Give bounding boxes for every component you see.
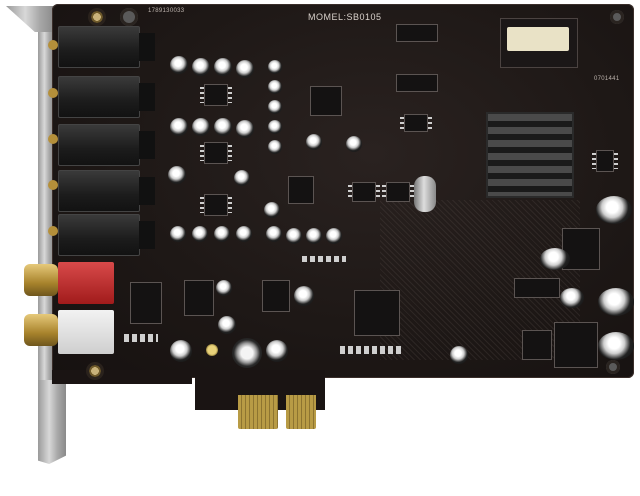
ic-chip bbox=[400, 114, 432, 132]
pcie-edge-connector bbox=[238, 395, 322, 431]
capacitor bbox=[286, 228, 302, 244]
capacitor bbox=[268, 80, 282, 94]
ic-chip bbox=[522, 330, 552, 360]
ic-chip-soic bbox=[396, 74, 438, 92]
ic-chip-qfp bbox=[310, 86, 342, 116]
capacitor bbox=[214, 58, 232, 76]
capacitor bbox=[236, 120, 254, 138]
mount-screw-bottom bbox=[86, 362, 104, 380]
capacitor bbox=[306, 228, 322, 244]
right-edge-label: 0701441 bbox=[594, 76, 620, 82]
smd-resistor-row bbox=[124, 334, 158, 342]
ic-chip bbox=[348, 182, 380, 202]
capacitor bbox=[192, 226, 208, 242]
regulator bbox=[262, 280, 290, 312]
rca-red-plug bbox=[24, 264, 58, 296]
ic-chip bbox=[200, 84, 232, 106]
header-connector bbox=[500, 18, 578, 68]
capacitor bbox=[266, 226, 282, 242]
audio-jack-5 bbox=[58, 214, 155, 256]
capacitor bbox=[266, 340, 288, 362]
capacitor bbox=[218, 316, 236, 334]
header-socket bbox=[507, 27, 569, 51]
metal-bracket bbox=[38, 8, 54, 460]
pcie-fingers-short bbox=[238, 395, 278, 429]
smd-resistor-row bbox=[302, 256, 346, 262]
crystal-oscillator bbox=[414, 176, 436, 212]
audio-jack-2 bbox=[58, 76, 155, 118]
capacitor bbox=[214, 226, 230, 242]
rca-white-plug bbox=[24, 314, 58, 346]
jack-contact-2 bbox=[48, 88, 58, 98]
capacitor bbox=[598, 332, 634, 360]
jack-contact-1 bbox=[48, 40, 58, 50]
ic-chip-soic bbox=[396, 24, 438, 42]
ic-chip bbox=[592, 150, 618, 172]
capacitor bbox=[326, 228, 342, 244]
pcb-lower-left bbox=[52, 370, 192, 384]
heatsink bbox=[486, 112, 574, 198]
capacitor-large bbox=[232, 338, 262, 368]
capacitor bbox=[346, 136, 362, 152]
capacitor bbox=[306, 134, 322, 150]
audio-jack-4 bbox=[58, 170, 155, 212]
capacitor bbox=[268, 100, 282, 114]
capacitor bbox=[168, 166, 186, 184]
capacitor bbox=[192, 58, 210, 76]
audio-jack-1 bbox=[58, 26, 155, 68]
capacitor bbox=[236, 60, 254, 78]
led-yellow bbox=[206, 344, 218, 356]
capacitor bbox=[170, 226, 186, 242]
ic-chip bbox=[200, 194, 232, 216]
ic-chip bbox=[382, 182, 414, 202]
capacitor bbox=[596, 196, 632, 224]
jack-contact-5 bbox=[48, 226, 58, 236]
ic-chip bbox=[130, 282, 162, 324]
capacitor bbox=[268, 60, 282, 74]
capacitor bbox=[236, 226, 252, 242]
audio-jack-3 bbox=[58, 124, 155, 166]
smd-resistor-row bbox=[340, 346, 404, 354]
inductor bbox=[554, 322, 598, 368]
capacitor bbox=[170, 56, 188, 74]
rca-white-housing bbox=[58, 310, 114, 354]
ic-chip bbox=[288, 176, 314, 204]
capacitor bbox=[170, 118, 188, 136]
regulator bbox=[184, 280, 214, 316]
mount-hole-top bbox=[120, 8, 138, 26]
model-label: MOMEL:SB0105 bbox=[308, 12, 382, 22]
capacitor bbox=[268, 140, 282, 154]
bracket-tail bbox=[38, 380, 66, 464]
capacitor bbox=[216, 280, 232, 296]
jack-contact-3 bbox=[48, 134, 58, 144]
mount-hole-topright bbox=[610, 10, 624, 24]
capacitor bbox=[214, 118, 232, 136]
ic-chip bbox=[200, 142, 232, 164]
capacitor bbox=[234, 170, 250, 186]
jack-contact-4 bbox=[48, 180, 58, 190]
serial-label: 1789130033 bbox=[148, 8, 185, 14]
mount-screw-top bbox=[88, 8, 106, 26]
capacitor bbox=[294, 286, 314, 306]
capacitor bbox=[170, 340, 192, 362]
ic-chip-soic bbox=[514, 278, 560, 298]
capacitor bbox=[560, 288, 584, 308]
capacitor bbox=[450, 346, 468, 364]
capacitor bbox=[268, 120, 282, 134]
bracket-tab bbox=[6, 6, 54, 32]
mount-hole-right bbox=[606, 360, 620, 374]
pcie-fingers-long bbox=[286, 395, 316, 429]
capacitor bbox=[540, 248, 570, 270]
capacitor bbox=[598, 288, 634, 316]
capacitor bbox=[192, 118, 210, 136]
ic-chip-large bbox=[354, 290, 400, 336]
capacitor bbox=[264, 202, 280, 218]
rca-red-housing bbox=[58, 262, 114, 304]
